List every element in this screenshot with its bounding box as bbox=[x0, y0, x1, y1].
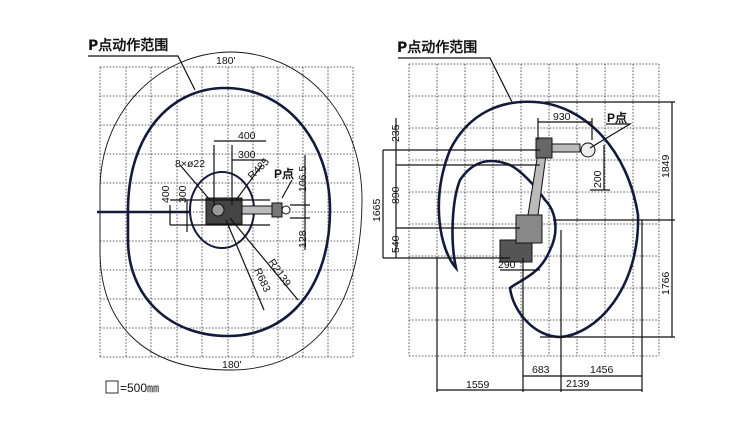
left-view-title: P点动作范围 bbox=[88, 37, 168, 54]
left-dim-400-left: 400 bbox=[160, 185, 172, 203]
left-angle-top: 180' bbox=[216, 55, 236, 67]
right-dim-1456: 1456 bbox=[590, 364, 614, 376]
right-p-point-range bbox=[437, 100, 640, 339]
left-dim-106-5: 106.5 bbox=[297, 166, 309, 192]
left-p-point-label: P点 bbox=[274, 166, 294, 181]
right-dim-930: 930 bbox=[553, 111, 571, 123]
left-angle-bottom: 180' bbox=[222, 359, 242, 371]
left-dimension-lines bbox=[169, 140, 310, 311]
right-dim-290: 290 bbox=[498, 259, 516, 271]
right-p-point-leader bbox=[589, 123, 633, 149]
left-dim-300-left: 300 bbox=[177, 185, 189, 203]
left-top-view bbox=[88, 51, 363, 371]
grid-cell-swatch bbox=[105, 380, 119, 394]
right-dim-540: 540 bbox=[390, 235, 402, 253]
right-p-point-label: P点 bbox=[607, 110, 627, 125]
right-dim-683: 683 bbox=[532, 364, 550, 376]
left-outer-envelope bbox=[99, 51, 363, 371]
left-dim-bolt: 8×ø22 bbox=[175, 158, 205, 170]
right-dim-200: 200 bbox=[592, 170, 604, 188]
grid-scale-legend: =500㎜ bbox=[105, 380, 159, 395]
right-dim-2139: 2139 bbox=[566, 378, 590, 390]
right-dim-235: 235 bbox=[390, 124, 402, 142]
left-dim-128: 128 bbox=[297, 230, 309, 248]
left-title-leader bbox=[88, 55, 196, 91]
right-side-view bbox=[382, 57, 675, 392]
right-view-title: P点动作范围 bbox=[397, 39, 477, 56]
right-dim-1665: 1665 bbox=[371, 198, 383, 222]
right-title-leader bbox=[398, 57, 513, 103]
left-dim-400-top: 400 bbox=[238, 130, 256, 142]
right-dim-1559: 1559 bbox=[466, 379, 490, 391]
grid-scale-label: =500㎜ bbox=[120, 381, 159, 395]
right-dim-890: 890 bbox=[390, 186, 402, 204]
right-dimension-lines bbox=[382, 101, 675, 392]
right-dim-1849: 1849 bbox=[660, 154, 672, 178]
left-p-point-range bbox=[126, 86, 332, 338]
left-robot-body bbox=[205, 197, 291, 225]
right-dim-1766: 1766 bbox=[660, 271, 672, 295]
right-robot-body bbox=[499, 137, 596, 263]
left-dim-300-top: 300 bbox=[238, 149, 256, 161]
